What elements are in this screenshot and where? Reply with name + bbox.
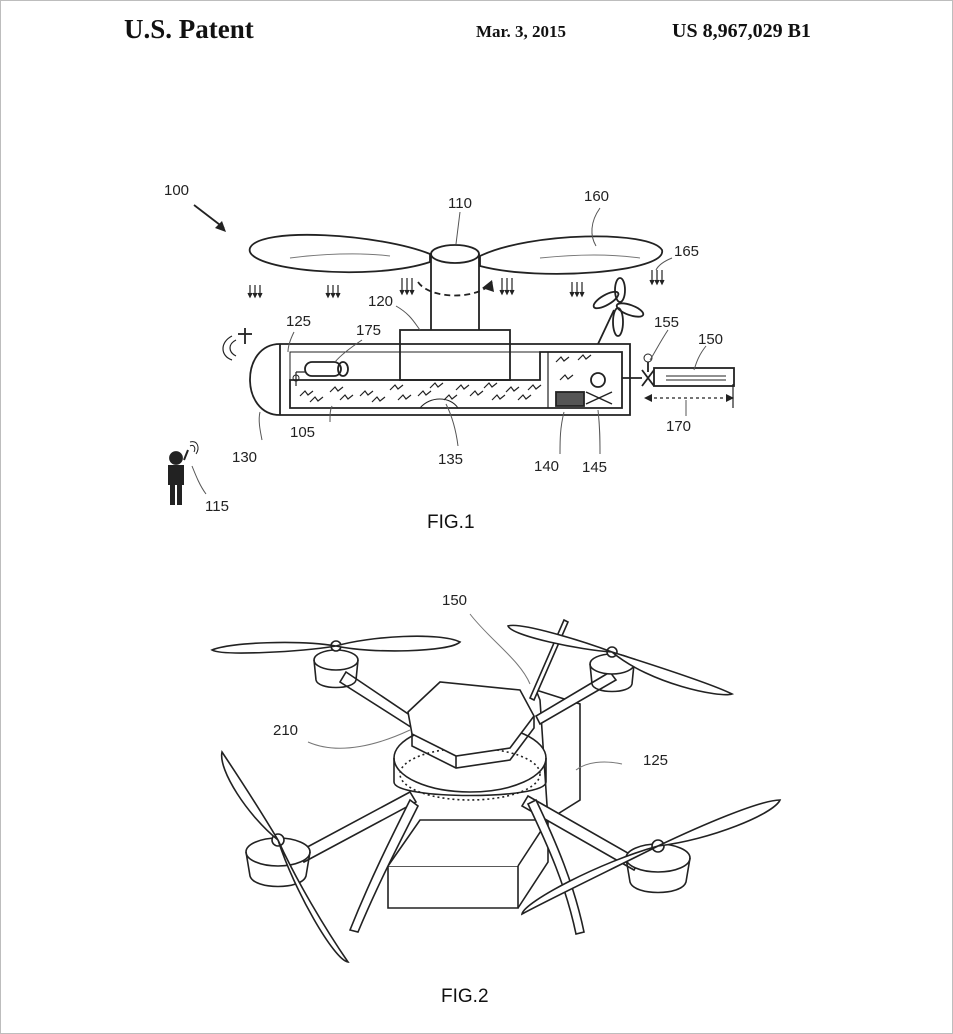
ref-140: 140 xyxy=(534,458,560,475)
rotation-arrow xyxy=(417,281,493,297)
landing-leg xyxy=(526,798,585,935)
operator-figure xyxy=(169,451,183,465)
arm xyxy=(534,670,618,726)
ref-115: 115 xyxy=(205,498,229,515)
inner-compartment xyxy=(289,351,623,409)
fig2-leader-lines xyxy=(307,613,623,771)
downwash-arrows xyxy=(247,270,665,299)
top-cover xyxy=(407,681,535,757)
gas-canister xyxy=(304,361,342,377)
left-rotor-blade xyxy=(249,233,431,274)
ref-145: 145 xyxy=(582,459,608,476)
patent-number: US 8,967,029 B1 xyxy=(672,20,811,42)
payload-box xyxy=(387,865,519,909)
skull-icon xyxy=(590,372,606,388)
fig2-ref-210: 210 xyxy=(273,722,299,739)
fig1-leader-lines xyxy=(191,207,707,495)
ref-165: 165 xyxy=(674,243,700,260)
ref-105: 105 xyxy=(290,424,316,441)
ref-100-arrowhead xyxy=(215,221,226,232)
propeller-blade xyxy=(520,845,659,916)
ref-125: 125 xyxy=(286,313,312,330)
payload-items xyxy=(299,354,592,403)
fig1-caption: FIG.1 xyxy=(427,512,475,533)
ref-110: 110 xyxy=(448,195,472,212)
blade-shading xyxy=(539,254,641,259)
propeller-blade xyxy=(220,749,279,841)
ref-135: 135 xyxy=(438,451,464,468)
fig2-drawing xyxy=(210,613,782,964)
ref-120: 120 xyxy=(368,293,394,310)
toxic-cartridge xyxy=(555,391,585,407)
propeller-blade xyxy=(657,799,782,847)
valve xyxy=(641,369,655,387)
propeller-blade xyxy=(506,624,613,653)
ref-150: 150 xyxy=(698,331,724,348)
landing-leg xyxy=(348,798,420,933)
propeller-blade xyxy=(277,839,350,964)
ref-170: 170 xyxy=(666,418,692,435)
motor xyxy=(625,839,691,894)
patent-date: Mar. 3, 2015 xyxy=(476,22,567,41)
ref-130: 130 xyxy=(232,449,258,466)
motor xyxy=(313,640,359,689)
pipe xyxy=(653,367,735,387)
top-housing xyxy=(399,329,511,381)
turbine-blade xyxy=(592,290,620,310)
blade-shading xyxy=(289,253,391,259)
ref-155: 155 xyxy=(654,314,680,331)
ref-100: 100 xyxy=(164,182,190,199)
ref-175: 175 xyxy=(356,322,382,339)
propeller-blade xyxy=(335,635,462,652)
patent-title: U.S. Patent xyxy=(124,14,254,44)
turbine-mount xyxy=(597,309,615,345)
fig2-ref-150: 150 xyxy=(442,592,468,609)
fig2-ref-125: 125 xyxy=(643,752,669,769)
ref-160: 160 xyxy=(584,188,610,205)
rotor-hub xyxy=(430,244,480,264)
propeller-blade xyxy=(611,651,735,696)
fig2-caption: FIG.2 xyxy=(441,986,489,1007)
fig1-drawing xyxy=(168,204,735,505)
right-rotor-blade xyxy=(479,235,663,275)
propeller-blade xyxy=(210,641,337,654)
